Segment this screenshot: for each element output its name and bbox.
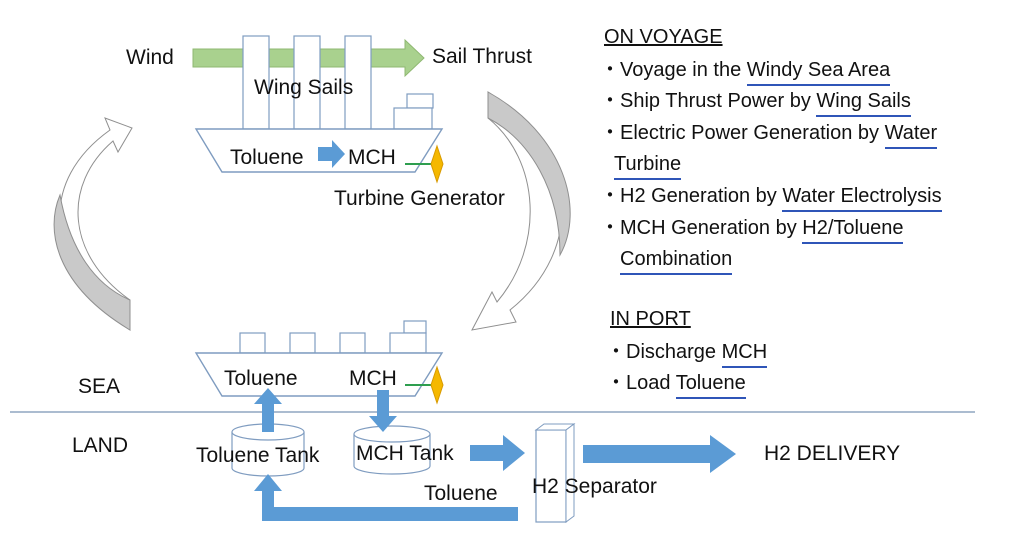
ship1-toluene-label: Toluene xyxy=(230,146,304,169)
ship2-container-3 xyxy=(339,332,366,354)
mch-tank-label: MCH Tank xyxy=(356,442,454,465)
wing-sails-label: Wing Sails xyxy=(254,76,354,99)
h2-separator xyxy=(535,429,567,523)
on-voyage-heading: ON VOYAGE xyxy=(604,26,723,48)
ship1-mch-label: MCH xyxy=(348,146,396,169)
mch-tank-top xyxy=(353,425,431,443)
ship1-bridge xyxy=(393,107,433,130)
wing-sail-2 xyxy=(293,35,321,130)
wind-label: Wind xyxy=(126,46,174,69)
cycle-arrow-left-shade xyxy=(53,193,131,331)
ship2-hull xyxy=(194,352,444,397)
land-label: LAND xyxy=(72,434,129,457)
turbine-generator-label: Turbine Generator xyxy=(334,187,505,210)
voyage-item: ・Electric Power Generation by Water xyxy=(600,122,938,149)
h2-separator-side xyxy=(565,423,575,523)
ship2-container-1 xyxy=(239,332,266,354)
voyage-item: ・Ship Thrust Power by Wing Sails xyxy=(600,90,911,117)
ship1-conversion-arrow xyxy=(318,140,345,168)
port-item: ・Load Toluene xyxy=(606,372,746,399)
h2-delivery-arrow xyxy=(583,435,736,473)
cycle-arrow-right-shade xyxy=(487,91,571,257)
ship1-turbine-generator-icon xyxy=(430,144,444,184)
voyage-item: Turbine xyxy=(614,153,682,180)
discharge-mch-arrow xyxy=(369,390,397,432)
port-item: ・Discharge MCH xyxy=(606,341,768,368)
toluene-tank-label: Toluene Tank xyxy=(196,444,320,467)
h2-separator-label: H2 Separator xyxy=(532,475,657,498)
ship2-bridge xyxy=(389,332,427,354)
voyage-item: ・Voyage in the Windy Sea Area xyxy=(600,59,891,86)
ship2-mch-label: MCH xyxy=(349,367,397,390)
ship1-bridge-top xyxy=(406,93,434,109)
mch-tank xyxy=(353,434,431,475)
toluene-return-label: Toluene xyxy=(424,482,498,505)
toluene-return-arrow xyxy=(254,474,518,521)
ship2-bridge-top xyxy=(403,320,427,334)
sail-thrust-label: Sail Thrust xyxy=(432,45,532,68)
ship2-toluene-label: Toluene xyxy=(224,367,298,390)
ship2-turbine-generator-icon xyxy=(430,365,444,405)
voyage-item: ・H2 Generation by Water Electrolysis xyxy=(600,185,942,212)
sea-label: SEA xyxy=(78,375,121,398)
voyage-item: ・MCH Generation by H2/Toluene xyxy=(600,217,904,244)
wing-sail-1 xyxy=(242,35,270,130)
mch-to-separator-arrow xyxy=(470,435,525,471)
ship2-container-2 xyxy=(289,332,316,354)
voyage-item: Combination xyxy=(620,248,733,275)
in-port-heading: IN PORT xyxy=(610,308,691,330)
h2-delivery-label: H2 DELIVERY xyxy=(764,442,901,465)
load-toluene-arrow xyxy=(254,388,282,432)
